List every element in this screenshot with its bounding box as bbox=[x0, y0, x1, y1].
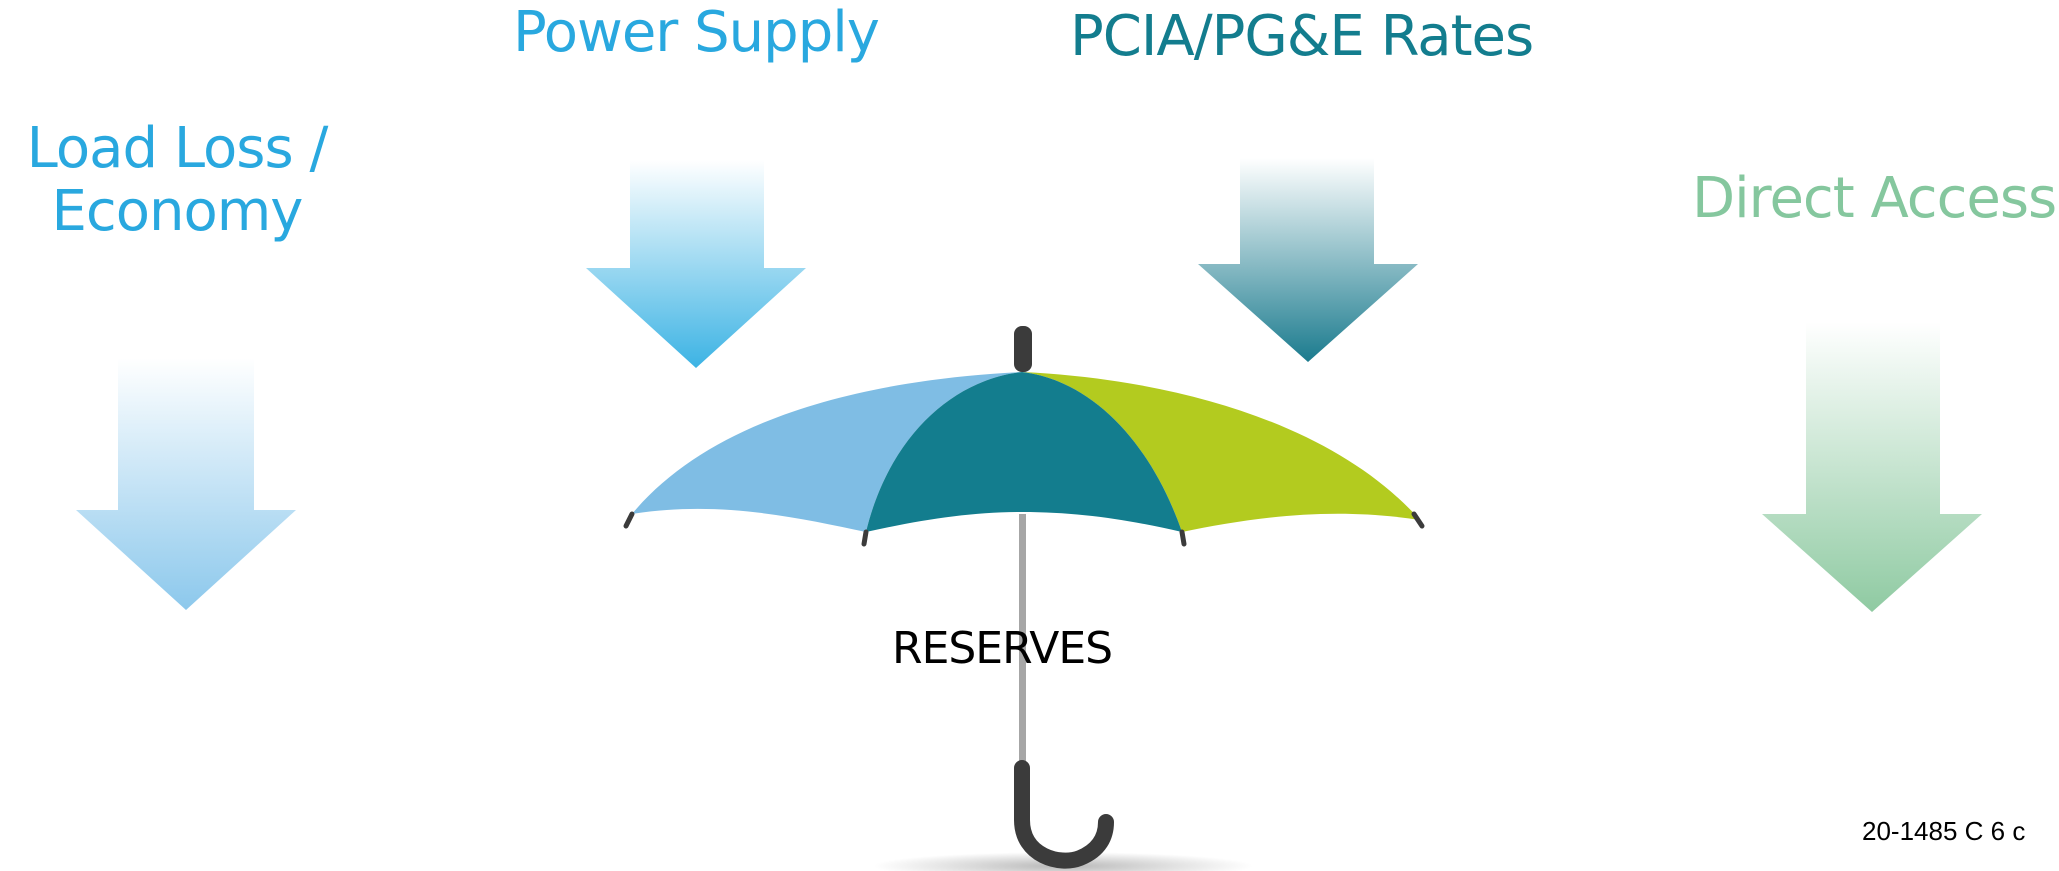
umbrella-tip bbox=[1014, 326, 1032, 372]
power-supply-label: Power Supply bbox=[513, 0, 880, 65]
umbrella-rib-tip bbox=[1411, 511, 1425, 529]
down-arrow-icon bbox=[1762, 322, 1982, 612]
load-loss-line1: Load Loss / bbox=[26, 116, 329, 181]
reserves-label: RESERVES bbox=[892, 623, 1113, 674]
umbrella-panel-lime bbox=[1022, 372, 1420, 532]
down-arrow-icon bbox=[76, 358, 296, 610]
umbrella-handle bbox=[1014, 760, 1114, 869]
umbrella-shaft bbox=[1019, 514, 1026, 772]
footer-reference: 20-1485 C 6 c bbox=[1862, 816, 2026, 846]
umbrella-rib-tip bbox=[1179, 529, 1187, 547]
load-loss-line2: Economy bbox=[51, 178, 304, 244]
pcia-rates-label: PCIA/PG&E Rates bbox=[1070, 4, 1534, 69]
load-loss-economy-label: Load Loss / Economy bbox=[12, 116, 342, 244]
umbrella-panel-blue bbox=[632, 372, 1022, 532]
umbrella-rib-tip bbox=[623, 511, 635, 529]
down-arrow-icon bbox=[1198, 158, 1418, 362]
umbrella-panel-teal bbox=[866, 372, 1182, 532]
direct-access-label: Direct Access bbox=[1692, 166, 2057, 231]
down-arrow-icon bbox=[586, 160, 806, 368]
umbrella-rib-tip bbox=[861, 529, 869, 547]
